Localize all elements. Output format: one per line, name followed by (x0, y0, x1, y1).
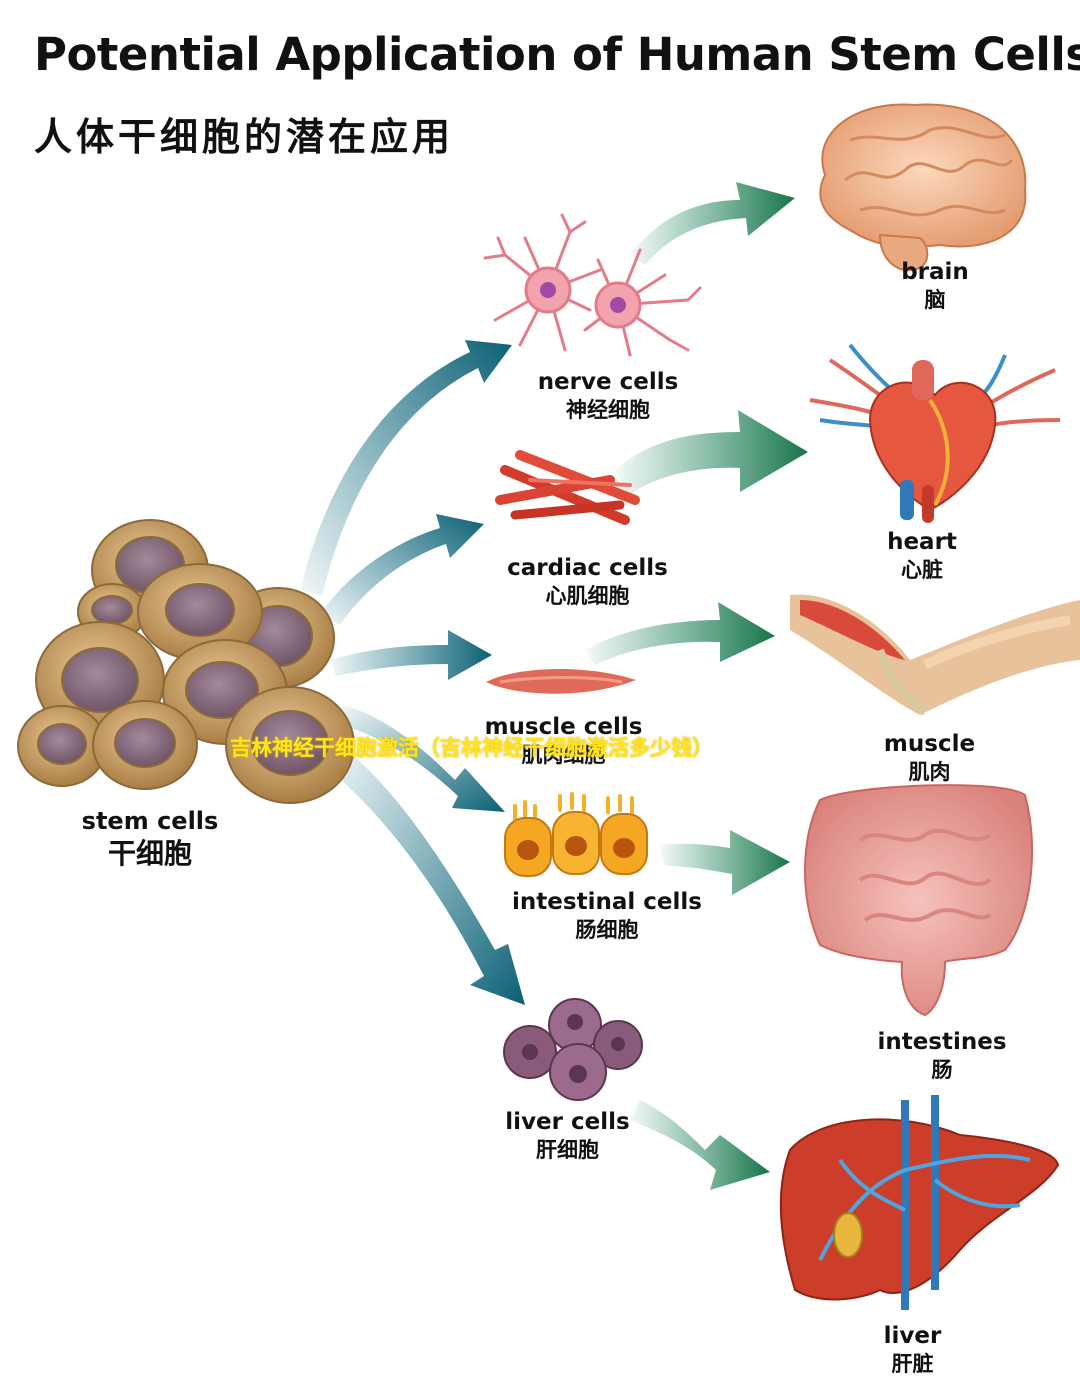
stem-cells-label-en: stem cells (81, 807, 219, 835)
muscle-label-cn: 肌肉 (908, 759, 951, 784)
cardiac-cells-label-cn: 心肌细胞 (545, 583, 630, 608)
intestinal-cells-label-en: intestinal cells (512, 889, 702, 915)
muscle-organ-image (790, 594, 1080, 716)
arrow-to-liver-cells (330, 745, 525, 1005)
intestinal-cells-label: intestinal cells 肠细胞 (512, 888, 702, 943)
muscle-cells-label-en: muscle cells (484, 714, 643, 740)
nerve-cells-label: nerve cells 神经细胞 (528, 368, 688, 423)
brain-image (819, 103, 1027, 272)
liver-label-en: liver (883, 1323, 942, 1349)
brain-label-cn: 脑 (924, 287, 946, 312)
page-title: Potential Application of Human Stem Cell… (34, 28, 1080, 81)
muscle-label-en: muscle (883, 731, 976, 757)
arrow-to-muscle-cells (330, 630, 492, 680)
liver-label: liver 肝脏 (865, 1322, 960, 1377)
intestines-image (804, 784, 1034, 1017)
intestines-label-en: intestines (877, 1029, 1007, 1055)
overlay-watermark-text: 吉林神经干细胞激活（吉林神经干细胞激活多少钱） (230, 736, 713, 760)
cardiac-cells-image (495, 450, 640, 525)
arrow-to-brain (630, 182, 795, 265)
heart-label-cn: 心脏 (901, 557, 943, 582)
liver-image (779, 1095, 1060, 1310)
heart-label-en: heart (887, 529, 957, 555)
intestines-label-cn: 肠 (931, 1057, 953, 1082)
heart-image (809, 343, 1061, 523)
muscle-cells-image (486, 668, 636, 694)
stem-cells-label-cn: 干细胞 (107, 837, 192, 870)
brain-label-en: brain (901, 259, 969, 285)
arrow-to-heart (615, 410, 808, 495)
liver-cells-image (503, 998, 643, 1101)
nerve-cells-label-cn: 神经细胞 (566, 397, 650, 422)
nerve-cells-image (483, 213, 702, 357)
arrow-to-intestines (660, 830, 790, 895)
intestines-label: intestines 肠 (872, 1028, 1012, 1083)
stem-cells-label: stem cells 干细胞 (80, 806, 220, 871)
arrow-to-liver (630, 1100, 770, 1190)
liver-label-cn: 肝脏 (891, 1351, 934, 1376)
arrow-to-intestinal-cells (340, 705, 505, 812)
intestinal-cells-label-cn: 肠细胞 (575, 917, 639, 942)
intestinal-cells-image (504, 792, 648, 877)
liver-cells-label: liver cells 肝细胞 (500, 1108, 635, 1163)
liver-cells-label-en: liver cells (505, 1109, 630, 1135)
arrow-to-nerve-cells (300, 340, 512, 596)
arrow-to-muscle (585, 602, 775, 665)
arrow-to-cardiac-cells (320, 514, 484, 625)
brain-label: brain 脑 (885, 258, 985, 313)
heart-label: heart 心脏 (872, 528, 972, 583)
cardiac-cells-label: cardiac cells 心肌细胞 (500, 554, 675, 609)
page-subtitle: 人体干细胞的潜在应用 (34, 115, 455, 159)
muscle-cells-label-cn: 肌肉细胞 (521, 742, 606, 767)
muscle-cells-label: muscle cells 肌肉细胞 (476, 713, 651, 768)
nerve-cells-label-en: nerve cells (537, 369, 679, 395)
stem-cells-cluster-image (17, 519, 355, 804)
muscle-label: muscle 肌肉 (872, 730, 987, 785)
liver-cells-label-cn: 肝细胞 (536, 1137, 599, 1162)
cardiac-cells-label-en: cardiac cells (507, 555, 668, 581)
